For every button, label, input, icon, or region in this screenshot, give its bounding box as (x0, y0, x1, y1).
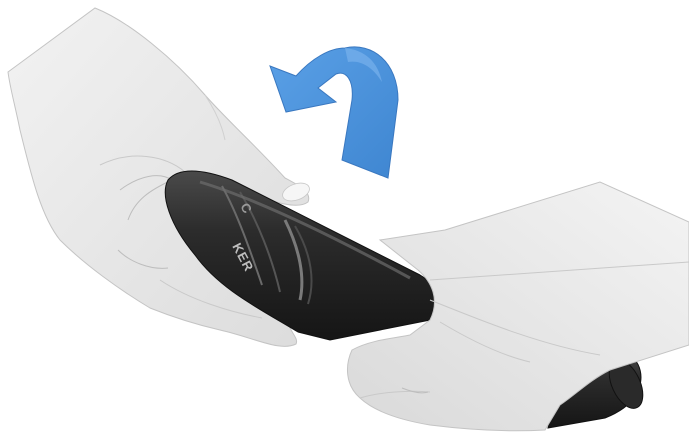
rotation-arrow-icon (270, 47, 398, 178)
